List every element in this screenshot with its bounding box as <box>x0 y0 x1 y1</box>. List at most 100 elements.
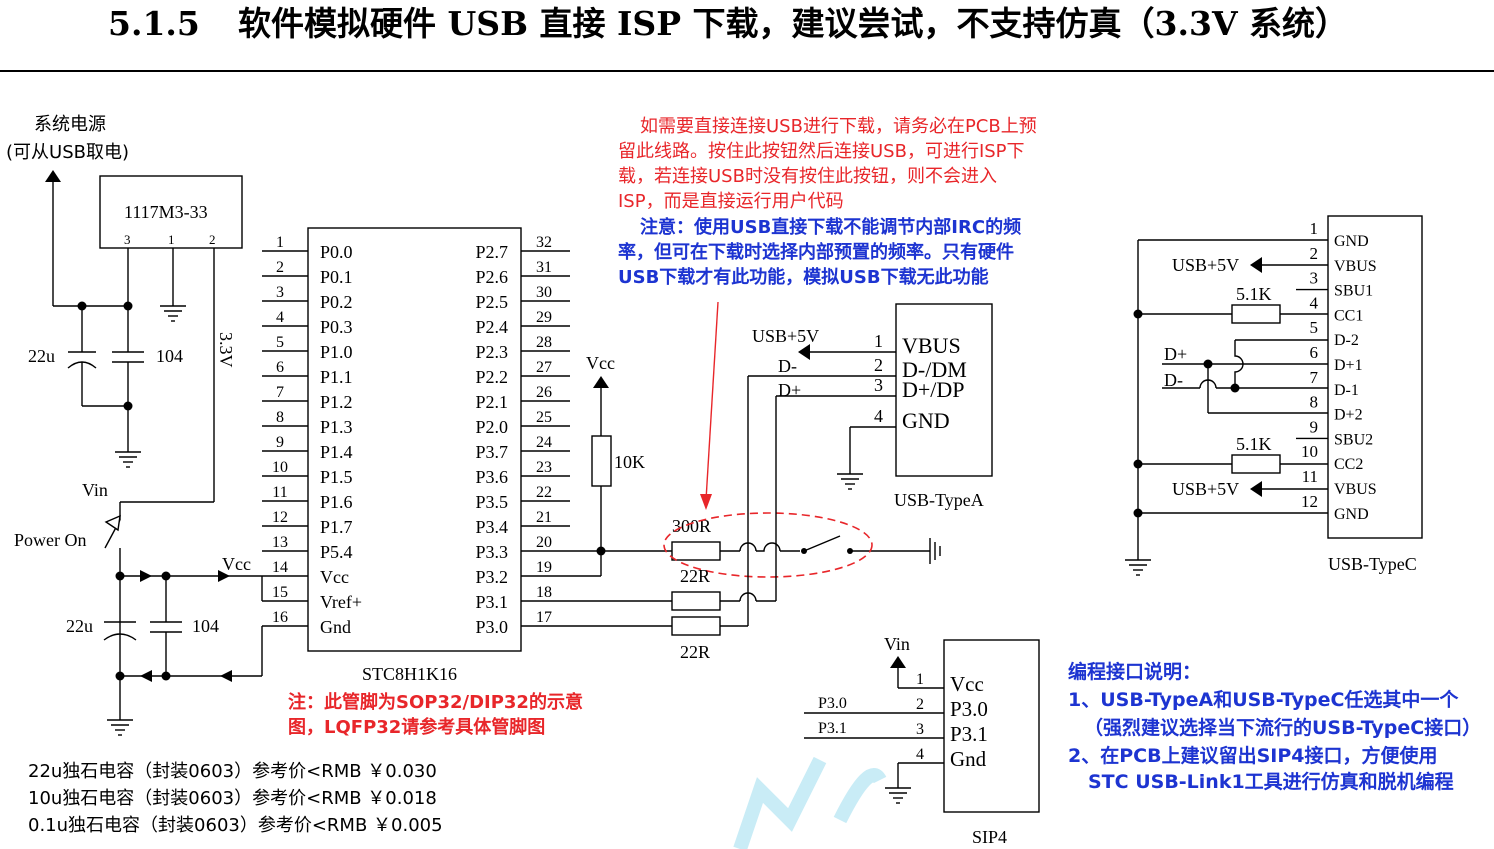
mcu-pin-num: 29 <box>536 309 552 326</box>
mcu-body <box>307 227 522 652</box>
mcu-pin-name: P2.5 <box>475 292 508 312</box>
usb-c-pin-name: CC2 <box>1334 456 1363 473</box>
mcu-pin-name: P0.3 <box>320 317 353 337</box>
usb-c-pin-num: 8 <box>1310 393 1319 412</box>
mcu-pin-name: P1.3 <box>320 417 353 437</box>
mcu-pin-name: P2.4 <box>475 317 508 337</box>
mcu-pin-name: P1.0 <box>320 342 353 362</box>
mcu-pin-num: 1 <box>276 234 284 251</box>
mcu-pin-num: 10 <box>272 459 288 476</box>
highlight-ellipse <box>663 512 873 578</box>
mcu-pin-num: 6 <box>276 359 284 376</box>
reg-pin-1: 1 <box>168 232 175 247</box>
usb-c-pin-name: GND <box>1334 233 1369 250</box>
sip4-name: SIP4 <box>972 827 1007 847</box>
note-blue: 注意：使用USB直接下载不能调节内部IRC的频 率，但可在下载时选择内部预置的频… <box>618 216 1021 288</box>
usb-c-pin-num: 3 <box>1310 269 1319 288</box>
mcu-pin-name: P2.6 <box>475 267 508 287</box>
mcu-pin-num: 7 <box>276 384 284 401</box>
usb-a-pin-name: D-/DM <box>902 357 967 382</box>
sip4-vin: Vin <box>884 634 910 654</box>
mcu-pin-name: P0.0 <box>320 242 353 262</box>
reg-pin-3: 3 <box>124 232 131 247</box>
price-2: 10u独石电容（封装0603）参考价<RMB ￥0.018 <box>28 788 437 809</box>
price-1: 22u独石电容（封装0603）参考价<RMB ￥0.030 <box>28 761 437 782</box>
usb-a-dm: D- <box>778 356 797 376</box>
usb-type-c: USB-TypeC 1GND2VBUS3SBU14CC15D-26D+17D-1… <box>1124 215 1423 576</box>
usb-c-pin-name: SBU2 <box>1334 431 1373 448</box>
mcu-pin-num: 18 <box>536 584 552 601</box>
mcu-pin-name: P1.6 <box>320 492 353 512</box>
mcu-pin-name: Vcc <box>320 567 349 587</box>
mcu-pin-num: 30 <box>536 284 552 301</box>
usb-a-pin-num: 4 <box>874 406 883 426</box>
usb-a-pin-name: D+/DP <box>902 377 965 402</box>
mcu-pin-name: P1.5 <box>320 467 353 487</box>
cap4-label: 104 <box>192 616 219 636</box>
note-blue-3: USB下载才有此功能，模拟USB下载无此功能 <box>618 266 989 288</box>
mcu-pin-num: 8 <box>276 409 284 426</box>
mcu-pin-num: 4 <box>276 309 284 326</box>
mcu-pin-num: 2 <box>276 259 284 276</box>
mcu-pin-num: 13 <box>272 534 288 551</box>
usb-a-name: USB-TypeA <box>894 490 984 510</box>
mcu-right-pins: 32P2.731P2.630P2.529P2.428P2.327P2.226P2… <box>475 234 570 637</box>
usb-c-pin-name: D+2 <box>1334 407 1363 424</box>
usb-c-r2: 5.1K <box>1236 434 1272 454</box>
usb-c-dp: D+ <box>1164 344 1187 364</box>
r2-label: 22R <box>680 566 710 586</box>
usb-c-pin-num: 5 <box>1310 318 1319 337</box>
mcu-pin-name: P1.2 <box>320 392 353 412</box>
usb-c-r1: 5.1K <box>1236 284 1272 304</box>
usb-c-pin-num: 10 <box>1301 442 1318 461</box>
mcu-pin-name: P2.0 <box>475 417 508 437</box>
prog-note-heading: 编程接口说明： <box>1068 660 1201 683</box>
section-title: 软件模拟硬件 USB 直接 ISP 下载，建议尝试，不支持仿真（3.3V 系统） <box>238 4 1349 43</box>
note-red-1: 如需要直接连接USB进行下载，请务必在PCB上预 <box>640 116 1037 137</box>
mcu-pin-num: 15 <box>272 584 288 601</box>
cap2-label: 104 <box>156 346 183 366</box>
mcu-pin-name: P2.2 <box>475 367 508 387</box>
usb-c-pin-name: GND <box>1334 506 1369 523</box>
usb-c-pin-num: 9 <box>1310 417 1319 436</box>
mcu-pin-num: 16 <box>272 609 288 626</box>
mcu-pin-num: 31 <box>536 259 552 276</box>
pin-note-1: 注：此管脚为SOP32/DIP32的示意 <box>288 691 583 713</box>
resistor-10k <box>591 435 612 487</box>
resistor-300r <box>671 541 721 561</box>
pin-note-2: 图，LQFP32请参考具体管脚图 <box>288 716 545 738</box>
mcu-pin-name: P5.4 <box>320 542 353 562</box>
mcu-pin-num: 11 <box>272 484 287 501</box>
usb-c-pin-name: D+1 <box>1334 357 1363 374</box>
mcu-pin-name: P3.1 <box>475 592 508 612</box>
section-number: 5.1.5 <box>108 4 200 43</box>
note-red-2: 留此线路。按住此按钮然后连接USB，可进行ISP下 <box>618 141 1025 162</box>
usb-c-supply-2: USB+5V <box>1172 479 1239 499</box>
sip4-body <box>943 639 1040 813</box>
sip4-pin-name: P3.1 <box>950 722 988 746</box>
note-blue-2: 率，但可在下载时选择内部预置的频率。只有硬件 <box>618 241 1014 263</box>
usb-c-pin-name: VBUS <box>1334 481 1377 498</box>
usb-c-name: USB-TypeC <box>1328 554 1417 574</box>
mcu-pin-num: 24 <box>536 434 552 451</box>
power-on-label: Power On <box>14 530 87 550</box>
resistor-cc1 <box>1231 304 1281 324</box>
mcu-pin-name: P3.2 <box>475 567 508 587</box>
regulator <box>99 175 243 249</box>
pullup-vcc-label: Vcc <box>586 353 615 373</box>
usb-c-pin-name: CC1 <box>1334 307 1363 324</box>
mcu-pin-name: Vref+ <box>320 592 362 612</box>
usb-a-pin-num: 1 <box>874 331 883 351</box>
usb-c-pin-num: 6 <box>1310 343 1319 362</box>
usb-c-pin-name: D-2 <box>1334 332 1359 349</box>
mcu-pin-name: P2.1 <box>475 392 508 412</box>
prog-note-1: 1、USB-TypeA和USB-TypeC任选其中一个 <box>1068 688 1459 711</box>
watermark <box>733 756 887 849</box>
sip4-net1: P3.0 <box>818 695 847 712</box>
usb-path: Vcc 10K 300R 22R 22R <box>570 301 941 662</box>
mcu-pin-name: P3.0 <box>475 617 508 637</box>
